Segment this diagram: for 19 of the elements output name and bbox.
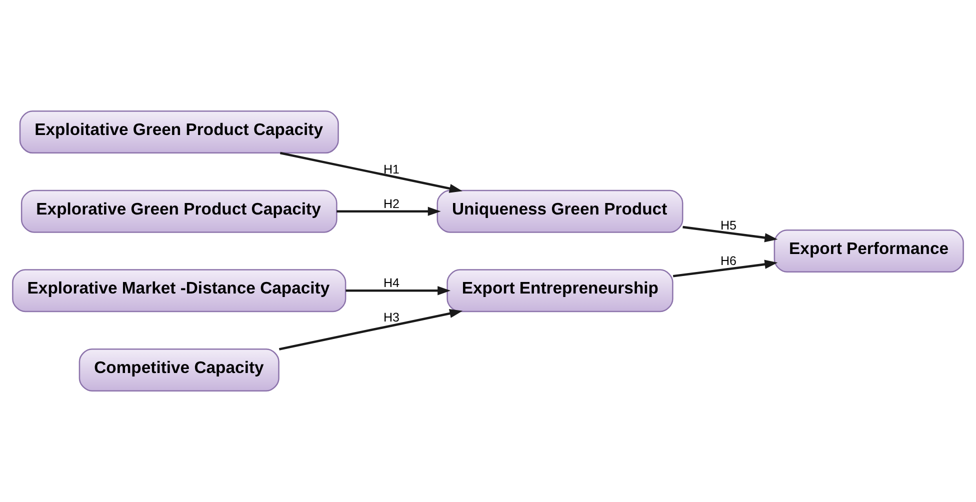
edge-label: H5 bbox=[720, 218, 737, 233]
arrow bbox=[672, 260, 778, 278]
edge-label: H1 bbox=[383, 162, 400, 176]
arrow bbox=[278, 309, 463, 350]
node-box: Export Entrepreneurship bbox=[446, 269, 674, 312]
arrow bbox=[280, 152, 462, 193]
node-box: Exploitative Green Product Capacity bbox=[19, 110, 339, 154]
node-box: Competitive Capacity bbox=[78, 348, 280, 392]
node-box: Explorative Market -Distance Capacity bbox=[12, 269, 346, 312]
node-box: Export Performance bbox=[774, 230, 964, 272]
node-box: Explorative Green Product Capacity bbox=[20, 190, 338, 233]
arrow bbox=[682, 226, 778, 242]
arrow bbox=[336, 206, 441, 216]
edge-label: H3 bbox=[383, 310, 400, 325]
arrow bbox=[346, 286, 451, 296]
node-box: Uniqueness Green Product bbox=[436, 190, 684, 233]
edge-label: H4 bbox=[383, 276, 400, 290]
edge-label: H2 bbox=[383, 196, 400, 211]
edge-label: H6 bbox=[720, 254, 737, 268]
